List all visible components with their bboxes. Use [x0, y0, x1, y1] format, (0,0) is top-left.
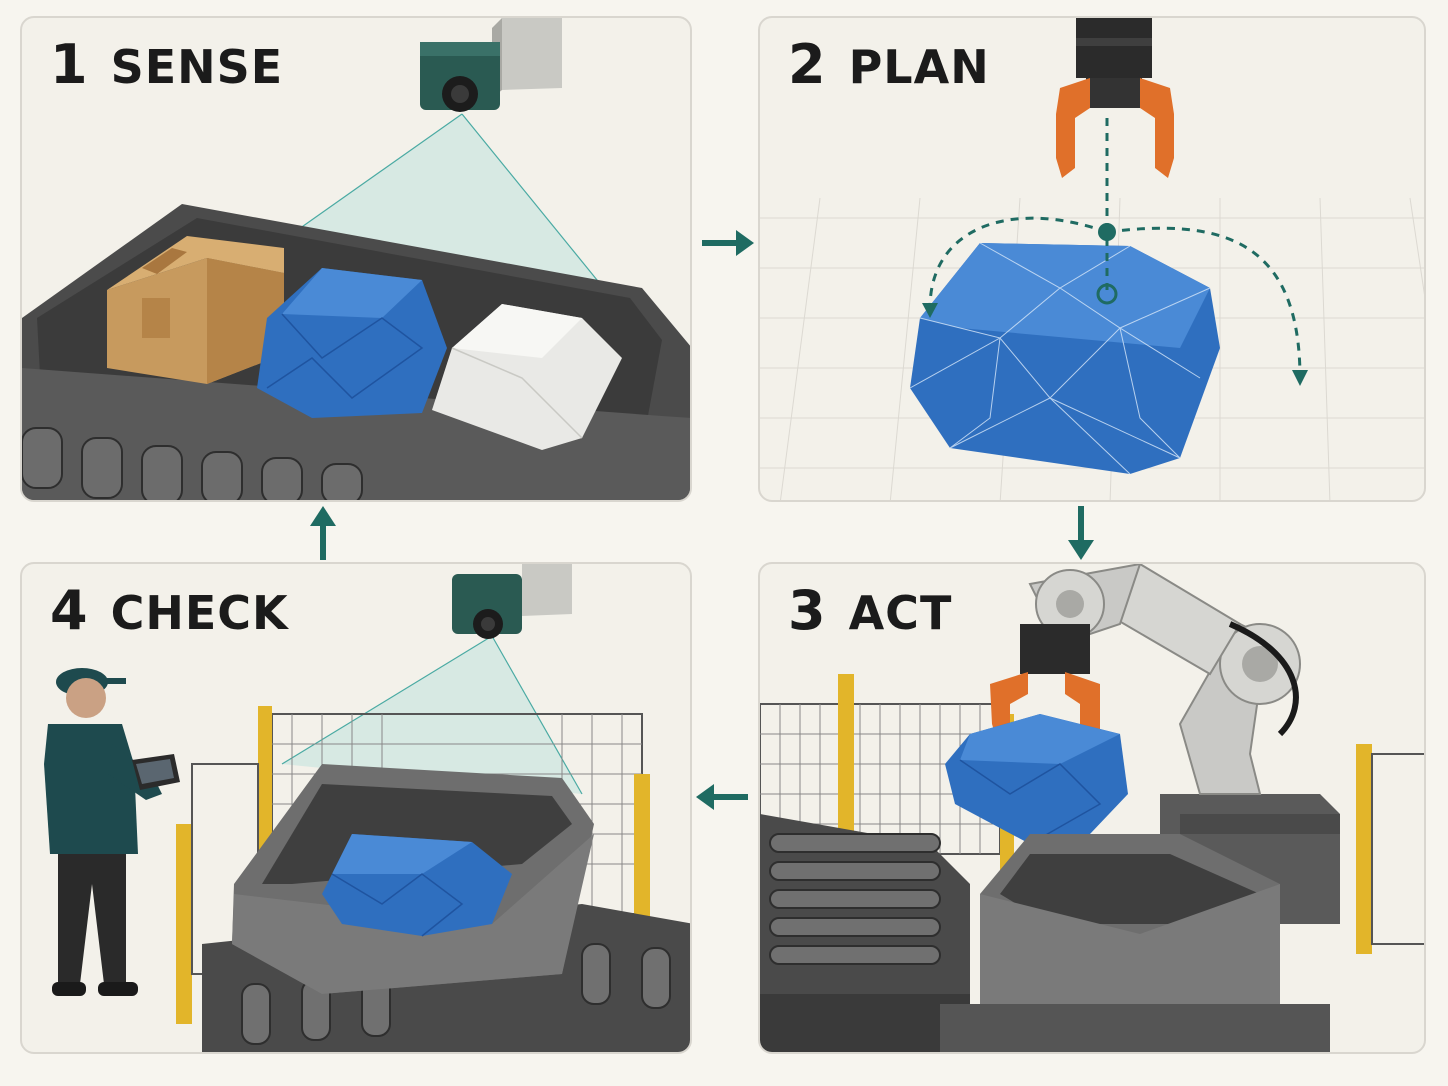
target-point — [1096, 283, 1118, 305]
sense-scene — [22, 18, 690, 500]
step-title: 2 PLAN — [788, 38, 990, 92]
camera-icon — [420, 18, 562, 112]
check-scene — [44, 564, 690, 1052]
storage-bin — [940, 834, 1330, 1052]
blue-package-mesh — [909, 242, 1220, 475]
grasp-point — [1098, 223, 1116, 241]
planned-path — [928, 118, 1302, 379]
plan-scene — [760, 18, 1424, 500]
tablet-icon — [132, 754, 180, 790]
white-bag — [432, 304, 622, 450]
step-number: 2 — [788, 33, 827, 96]
camera-icon — [452, 564, 572, 639]
step-label: CHECK — [110, 586, 289, 640]
step-panel-check: 4 CHECK — [20, 562, 692, 1054]
step-title: 3 ACT — [788, 584, 952, 638]
roller-conveyor — [760, 814, 970, 1052]
step-number: 4 — [50, 579, 89, 642]
flow-arrow-icon — [702, 230, 754, 256]
step-label: SENSE — [110, 40, 284, 94]
step-number: 3 — [788, 579, 827, 642]
robot-arm-icon — [1020, 564, 1301, 795]
worker — [44, 668, 180, 996]
step-panel-sense: 1 SENSE — [20, 16, 692, 502]
step-number: 1 — [50, 33, 89, 96]
flow-arrow-icon — [1068, 506, 1094, 560]
gripper-icon — [1056, 18, 1174, 178]
flow-arrow-icon — [696, 784, 748, 810]
step-panel-plan: 2 PLAN — [758, 16, 1426, 502]
blue-package — [257, 268, 447, 418]
step-label: ACT — [848, 586, 953, 640]
step-title: 1 SENSE — [50, 38, 283, 92]
step-title: 4 CHECK — [50, 584, 289, 638]
flow-arrow-icon — [310, 506, 336, 560]
blue-package — [322, 834, 512, 937]
blue-package — [945, 714, 1128, 845]
step-label: PLAN — [848, 40, 990, 94]
act-scene — [760, 564, 1424, 1052]
step-panel-act: 3 ACT — [758, 562, 1426, 1054]
